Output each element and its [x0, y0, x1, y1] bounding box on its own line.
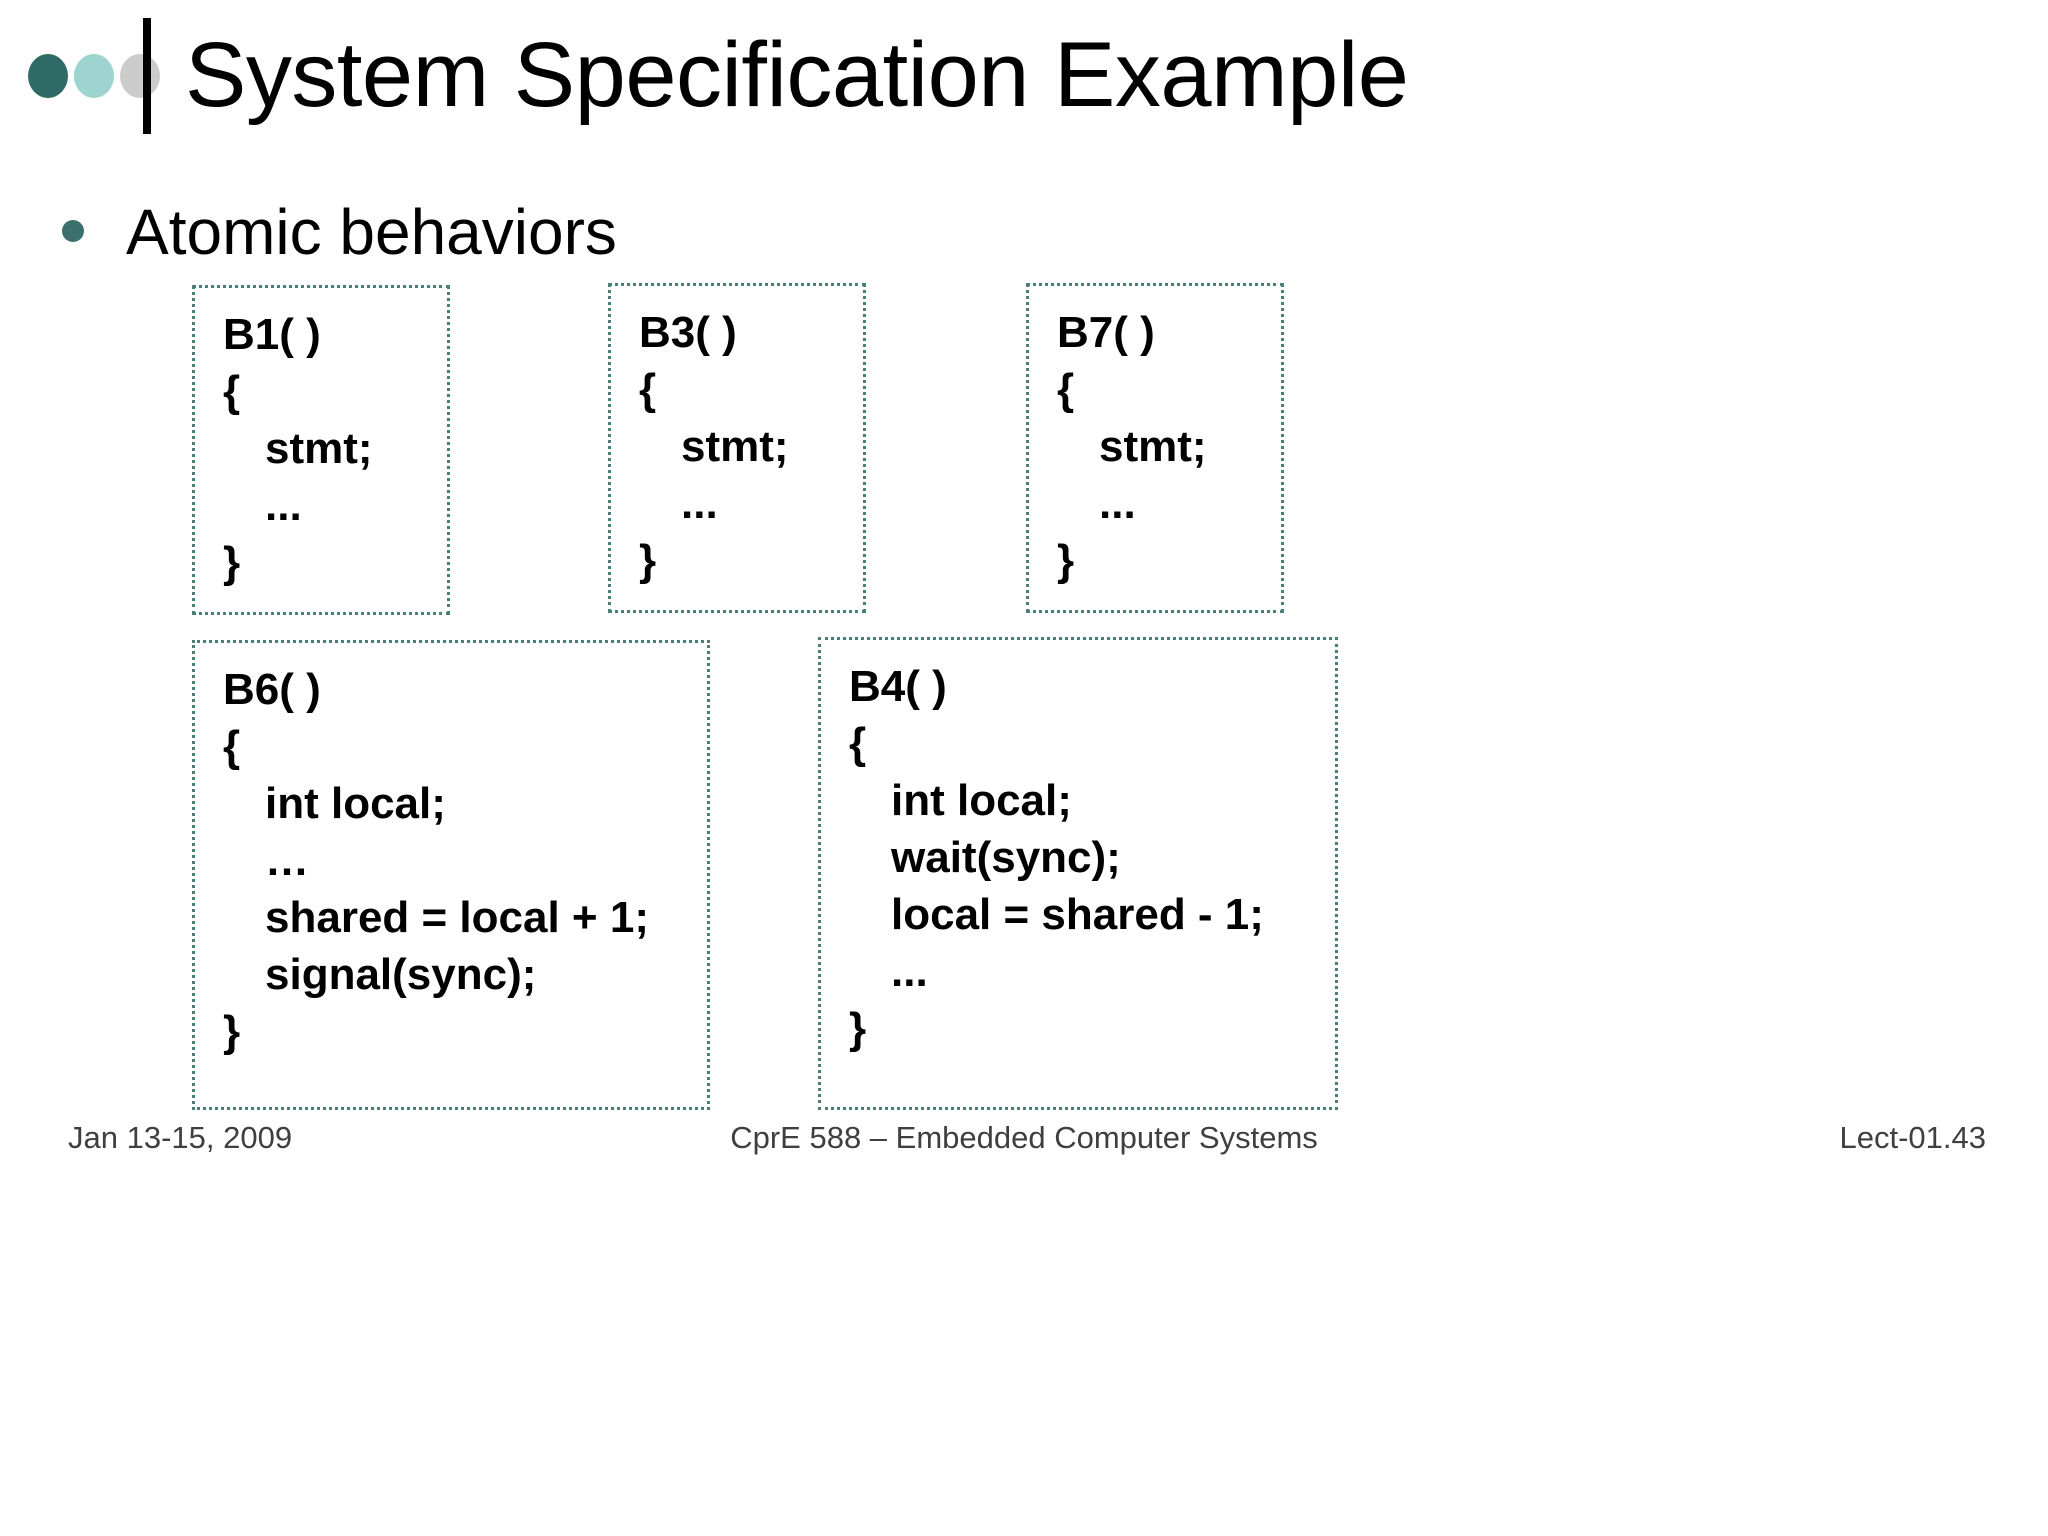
code-box-b6: B6( ) { int local; … shared = local + 1;…	[192, 640, 710, 1110]
code-line: B4( )	[849, 662, 947, 711]
title-vertical-rule	[143, 18, 151, 134]
logo-dot-gray-icon	[120, 54, 160, 98]
code-box-b7: B7( ) { stmt; ... }	[1026, 283, 1284, 613]
footer-date: Jan 13-15, 2009	[68, 1120, 293, 1155]
code-line: ...	[265, 481, 302, 530]
code-box-b1: B1( ) { stmt; ... }	[192, 285, 450, 615]
code-line: {	[639, 365, 657, 414]
code-line: shared = local + 1;	[265, 893, 649, 942]
code-line: }	[223, 1007, 241, 1056]
code-box-b3: B3( ) { stmt; ... }	[608, 283, 866, 613]
code-line: }	[849, 1004, 867, 1053]
code-box-b7-lines: B7( ) { stmt; ... }	[1029, 286, 1207, 589]
code-line: wait(sync);	[891, 833, 1121, 882]
slide-title-area: System Specification Example	[0, 0, 2048, 165]
code-line: local = shared - 1;	[891, 890, 1264, 939]
code-line: ...	[681, 479, 718, 528]
bullet-item-label: Atomic behaviors	[126, 196, 617, 268]
code-box-b6-lines: B6( ) { int local; … shared = local + 1;…	[195, 643, 649, 1060]
code-line: int local;	[891, 776, 1072, 825]
logo-dot-light-icon	[74, 54, 114, 98]
page-title: System Specification Example	[185, 24, 1409, 126]
bullet-dot-icon	[62, 220, 84, 242]
code-box-b3-lines: B3( ) { stmt; ... }	[611, 286, 789, 589]
code-line: {	[223, 367, 241, 416]
code-line: }	[1057, 536, 1075, 585]
code-line: {	[1057, 365, 1075, 414]
code-box-b4: B4( ) { int local; wait(sync); local = s…	[818, 637, 1338, 1110]
code-line: ...	[1099, 479, 1136, 528]
code-line: {	[223, 722, 241, 771]
code-line: int local;	[265, 779, 446, 828]
bullet-item-atomic-behaviors: Atomic behaviors	[62, 190, 1262, 280]
code-box-b1-lines: B1( ) { stmt; ... }	[195, 288, 373, 591]
logo-dot-dark-icon	[28, 54, 68, 98]
footer-course-name: CprE 588 – Embedded Computer Systems	[730, 1120, 1318, 1155]
code-line: signal(sync);	[265, 950, 537, 999]
code-line: B7( )	[1057, 308, 1155, 357]
code-line: }	[639, 536, 657, 585]
slide-footer: Jan 13-15, 2009 CprE 588 – Embedded Comp…	[0, 1118, 2048, 1178]
code-box-b4-lines: B4( ) { int local; wait(sync); local = s…	[821, 640, 1264, 1057]
logo-dots-decoration	[28, 48, 173, 104]
code-line: B3( )	[639, 308, 737, 357]
footer-lecture-number: Lect-01.43	[1839, 1120, 1987, 1155]
code-line: B1( )	[223, 310, 321, 359]
code-line: {	[849, 719, 867, 768]
code-line: B6( )	[223, 665, 321, 714]
code-line: }	[223, 538, 241, 587]
code-line: …	[265, 836, 309, 885]
code-line: stmt;	[265, 424, 373, 473]
code-line: stmt;	[1099, 422, 1207, 471]
code-line: stmt;	[681, 422, 789, 471]
code-line: ...	[891, 947, 928, 996]
